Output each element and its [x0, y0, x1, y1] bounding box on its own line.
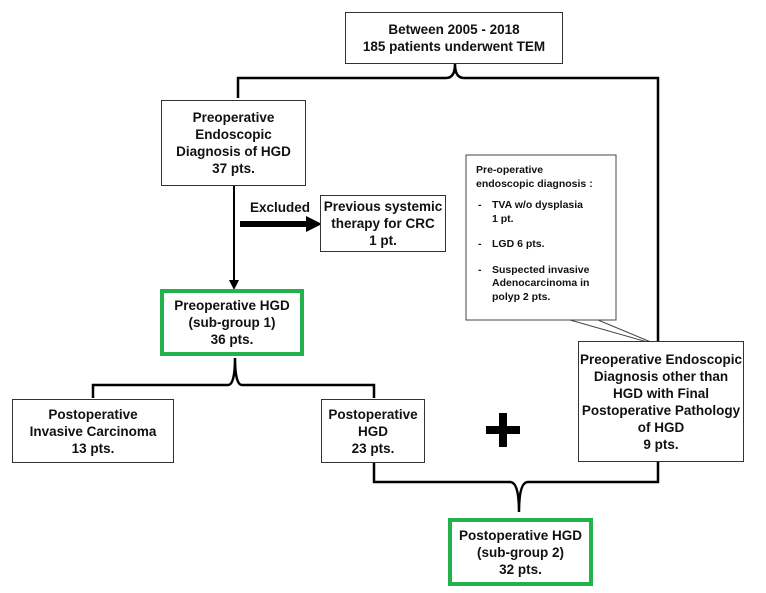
box-postop-invasive-carcinoma: Postoperative Invasive Carcinoma 13 pts. — [12, 399, 174, 463]
box-total-patients: Between 2005 - 2018 185 patients underwe… — [345, 12, 563, 64]
callout-item-line: LGD 6 pts. — [492, 238, 545, 250]
callout-item-line: TVA w/o dysplasia — [492, 199, 584, 211]
box-line: Endoscopic — [195, 127, 272, 142]
top-brace — [236, 63, 660, 350]
box-line: Postoperative Pathology — [581, 402, 741, 418]
box-line: Preoperative Endoscopic — [579, 351, 743, 367]
box-line: 13 pts. — [71, 440, 115, 456]
box-line: Postoperative — [48, 406, 138, 422]
box-line: Preoperative HGD — [174, 298, 290, 313]
callout-item: TVA w/o dysplasia 1 pt. — [476, 199, 612, 226]
callout-text: Pre-operative endoscopic diagnosis : TVA… — [476, 164, 612, 304]
box-line: therapy for CRC — [331, 216, 435, 231]
callout-item: Suspected invasive Adenocarcinoma in pol… — [476, 264, 612, 305]
callout-item-line: polyp 2 pts. — [492, 290, 551, 303]
box-line: Invasive Carcinoma — [29, 423, 157, 439]
box-other-than-hgd: Preoperative Endoscopic Diagnosis other … — [578, 341, 744, 462]
box-previous-therapy: Previous systemic therapy for CRC 1 pt. — [320, 195, 446, 252]
box-line: Diagnosis of HGD — [176, 144, 291, 159]
box-line: 32 pts. — [499, 561, 542, 577]
split-brace — [91, 357, 376, 398]
box-preop-endoscopic-hgd: Preoperative Endoscopic Diagnosis of HGD… — [161, 100, 306, 186]
merge-brace — [372, 462, 660, 513]
callout-list: TVA w/o dysplasia 1 pt. LGD 6 pts. Suspe… — [476, 199, 612, 304]
box-line: Postoperative HGD — [458, 527, 583, 543]
box-line: Postoperative — [328, 406, 418, 422]
callout-intro-line: endoscopic diagnosis : — [476, 177, 593, 190]
callout-item-line: Suspected invasive — [492, 263, 590, 276]
box-line: 23 pts. — [351, 440, 395, 456]
excluded-label: Excluded — [250, 200, 311, 215]
callout-item-line: 1 pt. — [492, 212, 514, 225]
box-line: 185 patients underwent TEM — [362, 39, 546, 54]
box-line: (sub-group 1) — [188, 315, 276, 330]
box-line: of HGD — [637, 419, 685, 435]
callout-item: LGD 6 pts. — [476, 238, 612, 252]
box-line: HGD with Final — [613, 385, 709, 401]
box-line: 36 pts. — [210, 332, 254, 347]
box-line: 9 pts. — [643, 436, 679, 452]
box-postop-hgd: Postoperative HGD 23 pts. — [321, 399, 425, 463]
box-line: (sub-group 2) — [477, 544, 564, 560]
box-preop-hgd-subgroup1: Preoperative HGD (sub-group 1) 36 pts. — [160, 289, 304, 356]
box-line: Between 2005 - 2018 — [388, 22, 520, 37]
callout-item-line: Adenocarcinoma in — [492, 277, 590, 289]
box-line: Diagnosis other than — [593, 368, 729, 384]
box-line: 1 pt. — [369, 233, 397, 248]
down-arrow-head — [229, 280, 239, 290]
box-line: Preoperative — [192, 110, 275, 125]
box-line: Previous systemic — [323, 199, 443, 214]
callout-intro: Pre-operative endoscopic diagnosis : — [476, 164, 612, 191]
callout-intro-line: Pre-operative — [476, 164, 544, 176]
box-line: 37 pts. — [212, 161, 255, 176]
box-line: HGD — [358, 423, 388, 439]
box-postop-hgd-subgroup2: Postoperative HGD (sub-group 2) 32 pts. — [448, 518, 593, 586]
plus-icon — [486, 413, 520, 447]
excluded-arrow-head — [306, 216, 322, 232]
